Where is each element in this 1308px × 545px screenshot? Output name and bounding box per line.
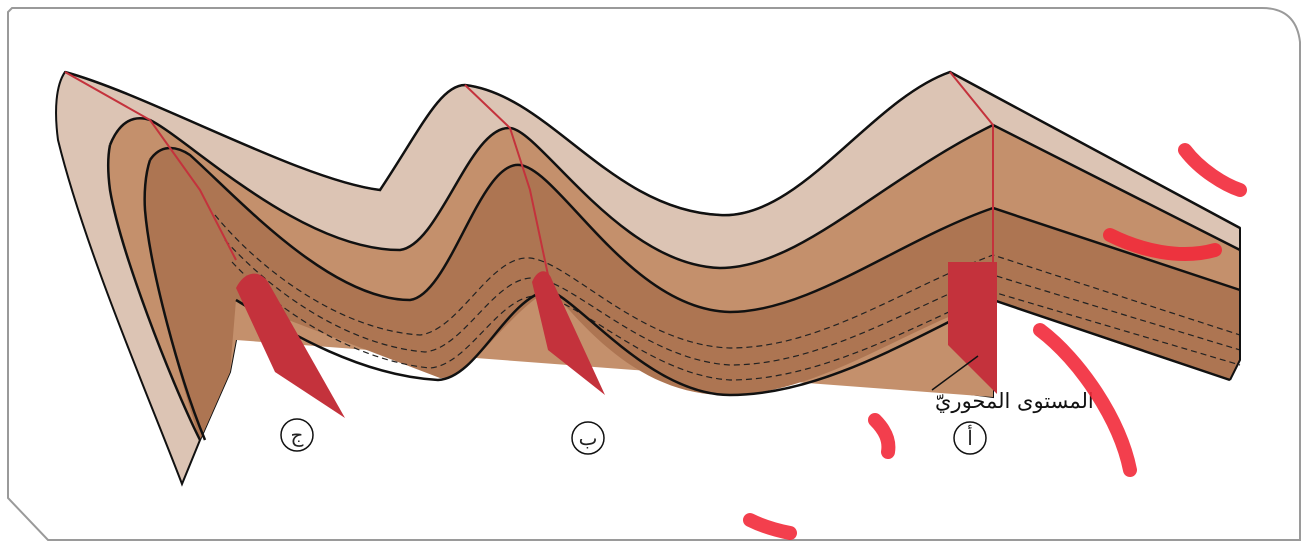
axial-plane-label: المستوى المحوريّ bbox=[935, 389, 1094, 414]
marker-a-label: أ bbox=[967, 424, 973, 450]
marker-c-label: ج bbox=[291, 423, 304, 447]
marker-b-label: ب bbox=[579, 426, 598, 450]
